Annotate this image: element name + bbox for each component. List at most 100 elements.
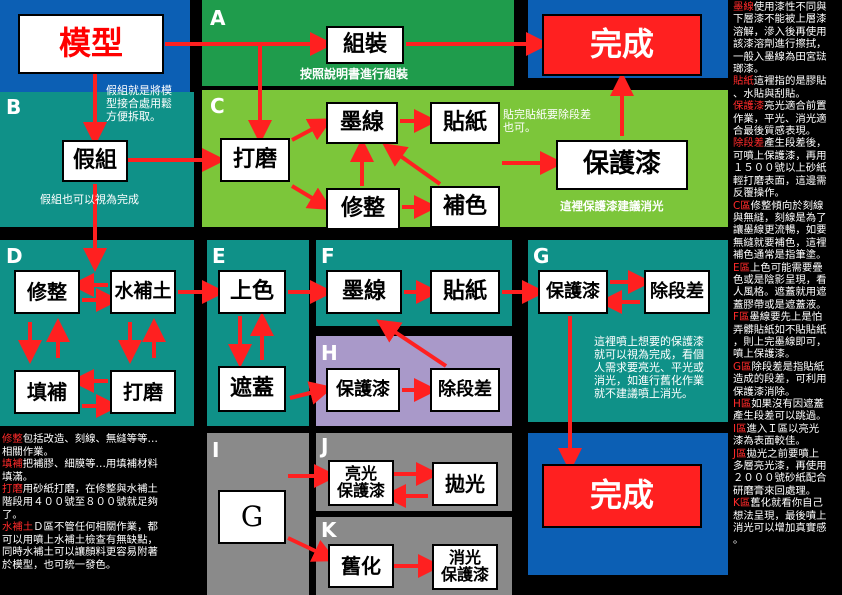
sanding-box-d[interactable]: 打磨 <box>110 370 176 414</box>
arrow-sanding-panel <box>291 118 333 142</box>
bottom-note-entry: 填補把補膠、細膜等…用填補材料 填滿。 <box>2 458 200 483</box>
bottom-note-text: Ｄ區不管任何相關作業，都 可以用噴上水補土檢查有無缺點， 同時水補土可以讓顏料更… <box>2 521 158 571</box>
zone-b-note-bottom: 假組也可以視為完成 <box>40 193 139 206</box>
mask-box-e[interactable]: 遮蓋 <box>218 366 286 412</box>
sidebar-note-text: 拋光之前要噴上 多層亮光漆，再使用 ２０００號砂紙配合 研磨膏來回處理。 <box>733 447 827 497</box>
sidebar-note-keyword: K區 <box>733 497 751 510</box>
arrow-touchup-panel <box>382 143 442 186</box>
arrow-mask-topcoat <box>289 381 334 405</box>
sidebar-note-text: 產生段差後， 可噴上保護漆，再用 １５００號以上砂紙 輕打磨表面，這邊需 反覆操… <box>733 137 827 200</box>
panel-line-box-c[interactable]: 墨線 <box>326 102 398 144</box>
bottom-note-text: 把補膠、細膜等…用填補材料 填滿。 <box>2 458 158 483</box>
sidebar-note-keyword: 保護漆 <box>733 100 765 113</box>
sidebar-note-text: 使用漆性不同與 下層漆不能被上層漆 溶解，滲入後再使用 該漆溶劑進行擦拭， 一般… <box>733 1 827 76</box>
sanding-box-c[interactable]: 打磨 <box>220 138 290 182</box>
decal-box-f[interactable]: 貼紙 <box>430 270 500 314</box>
sidebar-note-entry: F區墨線要先上是怕 弄髒貼紙如不貼貼紙 ，則上完墨線即可， 噴上保護漆。 <box>733 311 841 361</box>
complete-box-bottom[interactable]: 完成 <box>542 464 702 528</box>
zone-letter-k: K <box>321 518 337 542</box>
model-box[interactable]: 模型 <box>18 14 164 74</box>
i-box[interactable]: G <box>218 490 286 544</box>
gloss-topcoat-box-j[interactable]: 亮光 保護漆 <box>328 460 394 506</box>
sidebar-note-entry: 除段差產生段差後， 可噴上保護漆，再用 １５００號以上砂紙 輕打磨表面，這邊需 … <box>733 137 841 199</box>
touchup-box-c[interactable]: 補色 <box>430 186 500 228</box>
topcoat-box-h[interactable]: 保護漆 <box>326 368 400 412</box>
zone-letter-c: C <box>210 94 225 118</box>
zone-letter-d: D <box>6 244 23 268</box>
sidebar-note-keyword: C區 <box>733 199 751 212</box>
bottom-note-keyword: 打磨 <box>2 483 23 496</box>
sidebar-note-text: 如果沒有因遮蓋 產生段差可以跳過。 <box>733 398 827 423</box>
decal-box-c[interactable]: 貼紙 <box>430 102 500 144</box>
topcoat-box-c[interactable]: 保護漆 <box>556 140 688 190</box>
sidebar-note-text: 除段差是指貼紙 造成的段差，可利用 保護漆消除。 <box>733 360 827 398</box>
arrow-sanding-trim <box>290 184 333 211</box>
matte-topcoat-box-k[interactable]: 消光 保護漆 <box>432 544 498 590</box>
step-box-h[interactable]: 除段差 <box>430 368 500 412</box>
zone-c-note-bottom: 這裡保護漆建議消光 <box>560 199 664 213</box>
zone-letter-b: B <box>6 95 22 119</box>
panel-line-box-f[interactable]: 墨線 <box>326 270 402 314</box>
zone-letter-i: I <box>212 438 220 462</box>
assemble-box[interactable]: 組裝 <box>326 26 404 64</box>
putty-box-d[interactable]: 水補土 <box>110 270 176 314</box>
topcoat-box-g[interactable]: 保護漆 <box>538 270 608 314</box>
step-box-g[interactable]: 除段差 <box>644 270 710 314</box>
sidebar-note-entry: E區上色可能需要疊 色或是陰影呈現，看 人風格。遮蓋就用遮 蓋膠帶或是遮蓋液。 <box>733 262 841 312</box>
sidebar-note-keyword: 墨線 <box>733 1 754 13</box>
bottom-notes: 修整包括改造、刻線、無縫等等… 相關作業。填補把補膠、細膜等…用填補材料 填滿。… <box>2 433 200 572</box>
zone-letter-j: J <box>321 434 329 458</box>
zone-g-note: 這裡噴上想要的保護漆 就可以視為完成，看個 人需求要亮光、平光或 消光，如進行舊… <box>594 335 704 400</box>
complete-box-top[interactable]: 完成 <box>542 14 702 76</box>
bottom-note-entry: 水補土Ｄ區不管任何相關作業，都 可以用噴上水補土檢查有無缺點， 同時水補土可以讓… <box>2 521 200 571</box>
sidebar-note-keyword: 除段差 <box>733 137 765 150</box>
bottom-note-entry: 打磨用砂紙打磨，在修整與水補土 階段用４００號至８００號就足夠 了。 <box>2 483 200 521</box>
sidebar-note-keyword: H區 <box>733 398 752 410</box>
polish-box-j[interactable]: 拋光 <box>432 462 498 506</box>
zone-letter-g: G <box>533 244 550 268</box>
sidebar-note-text: 墨線要先上是怕 弄髒貼紙如不貼貼紙 ，則上完墨線即可， 噴上保護漆。 <box>733 311 827 361</box>
sidebar-note-entry: J區拋光之前要噴上 多層亮光漆，再使用 ２０００號砂紙配合 研磨膏來回處理。 <box>733 448 841 498</box>
zone-a-note: 按照說明書進行組裝 <box>300 67 409 81</box>
sidebar-note-text: 修整傾向於刻線 與無縫，刻線是為了 讓墨線更流暢，如要 無縫就要補色，這裡 補色… <box>733 199 827 262</box>
trim-box-d[interactable]: 修整 <box>14 270 80 314</box>
zone-letter-a: A <box>210 6 226 30</box>
sidebar-note-entry: 保護漆亮光適合前置 作業，平光、消光適 合最後質感表現。 <box>733 100 841 137</box>
temp-assemble-box[interactable]: 假組 <box>62 140 128 182</box>
weather-box-k[interactable]: 舊化 <box>328 544 394 588</box>
sidebar-note-keyword: E區 <box>733 261 750 274</box>
bottom-note-keyword: 填補 <box>2 458 23 471</box>
fill-box-d[interactable]: 填補 <box>14 370 80 414</box>
bottom-note-keyword: 修整 <box>2 433 23 445</box>
bottom-note-entry: 修整包括改造、刻線、無縫等等… 相關作業。 <box>2 433 200 458</box>
sidebar-note-entry: C區修整傾向於刻線 與無縫，刻線是為了 讓墨線更流暢，如要 無縫就要補色，這裡 … <box>733 200 841 262</box>
arrow-step-h-panel <box>376 319 448 368</box>
sidebar-note-text: 亮光適合前置 作業，平光、消光適 合最後質感表現。 <box>733 100 827 138</box>
sidebar-note-text: 這裡指的是膠貼 、水貼與刮貼。 <box>733 75 827 100</box>
sidebar-note-keyword: J區 <box>733 447 747 460</box>
sidebar-notes: 墨線使用漆性不同與 下層漆不能被上層漆 溶解，滲入後再使用 該漆溶劑進行擦拭， … <box>733 1 841 547</box>
sidebar-note-entry: G區除段差是指貼紙 造成的段差，可利用 保護漆消除。 <box>733 361 841 398</box>
sidebar-note-entry: I區進入Ｉ區以亮光 漆為表面較佳。 <box>733 423 841 448</box>
bottom-note-keyword: 水補土 <box>2 521 34 534</box>
zone-letter-e: E <box>212 244 226 268</box>
paint-box-e[interactable]: 上色 <box>218 270 286 314</box>
trim-box-c[interactable]: 修整 <box>326 188 400 230</box>
sidebar-note-entry: 墨線使用漆性不同與 下層漆不能被上層漆 溶解，滲入後再使用 該漆溶劑進行擦拭， … <box>733 1 841 75</box>
sidebar-note-text: 進入Ｉ區以亮光 漆為表面較佳。 <box>733 422 820 448</box>
zone-letter-h: H <box>321 341 338 365</box>
bottom-note-text: 用砂紙打磨，在修整與水補土 階段用４００號至８００號就足夠 了。 <box>2 483 158 521</box>
sidebar-note-entry: 貼紙這裡指的是膠貼 、水貼與刮貼。 <box>733 75 841 100</box>
bottom-note-text: 包括改造、刻線、無縫等等… 相關作業。 <box>2 433 158 458</box>
sidebar-note-text: 上色可能需要疊 色或是陰影呈現，看 人風格。遮蓋就用遮 蓋膠帶或是遮蓋液。 <box>733 261 827 311</box>
sidebar-note-keyword: 貼紙 <box>733 75 754 88</box>
sidebar-note-keyword: G區 <box>733 360 752 373</box>
sidebar-note-keyword: F區 <box>733 311 750 324</box>
sidebar-note-text: 舊化就看你自己 想法呈現，最後噴上 消光可以增加真實感 。 <box>733 497 827 547</box>
sidebar-note-entry: K區舊化就看你自己 想法呈現，最後噴上 消光可以增加真實感 。 <box>733 497 841 547</box>
zone-b-note-top: 假組就是將模 型接合處用鬆 方便拆取。 <box>106 84 172 123</box>
arrow-i-weather <box>287 536 337 562</box>
zone-c-note-right: 貼完貼紙要除段差 也可。 <box>503 108 591 134</box>
sidebar-note-entry: H區如果沒有因遮蓋 產生段差可以跳過。 <box>733 398 841 423</box>
